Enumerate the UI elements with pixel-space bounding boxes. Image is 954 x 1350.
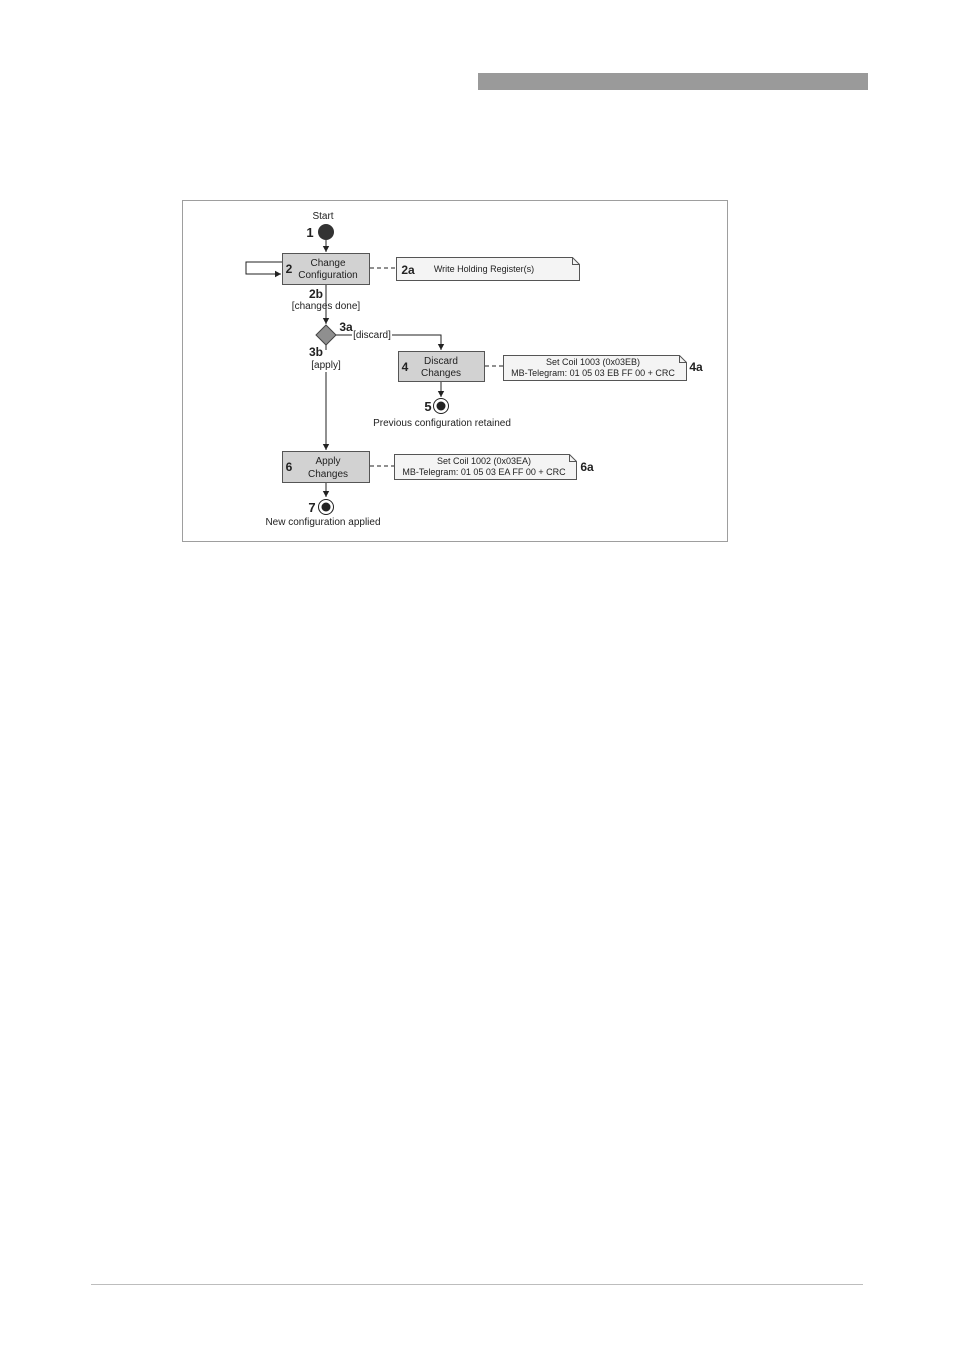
note-6a-number: 6a [580, 460, 594, 474]
header-bar [478, 73, 868, 90]
step-3a-number: 3a [339, 320, 353, 334]
action-apply-line2: Changes [308, 469, 348, 480]
action-change-line1: Change [310, 258, 345, 269]
step-3b-number: 3b [309, 345, 323, 359]
action-discard-line1: Discard [424, 356, 458, 367]
step-6-number: 6 [286, 460, 293, 474]
note-6a-corner [569, 454, 577, 462]
note-4a [503, 355, 687, 381]
step-5-number: 5 [424, 399, 431, 414]
final-node-7-dot [321, 502, 331, 512]
action-change-configuration [282, 253, 370, 285]
footer-rule [91, 1284, 863, 1285]
action-discard-changes [398, 351, 485, 382]
diagram-frame [182, 200, 728, 542]
action-discard-line2: Changes [421, 368, 461, 379]
note-2a [396, 257, 580, 281]
note-4a-line2: MB-Telegram: 01 05 03 EB FF 00 + CRC [511, 368, 675, 378]
step-2-number: 2 [286, 262, 293, 276]
note-2a-text: Write Holding Register(s) [434, 264, 534, 274]
final-7-label: New configuration applied [265, 517, 380, 528]
edge-self-loop [245, 261, 282, 278]
note-2a-corner [572, 257, 580, 265]
note-4a-line1: Set Coil 1003 (0x03EB) [546, 357, 640, 367]
edge-decision-to-discard-2 [392, 334, 445, 350]
initial-node [318, 224, 334, 240]
guard-apply: [apply] [311, 360, 341, 371]
guard-discard: [discard] [353, 330, 391, 341]
note-2a-number: 2a [401, 263, 415, 277]
action-apply-line1: Apply [315, 456, 340, 467]
note-6a [394, 454, 577, 480]
decision-node [315, 324, 337, 346]
note-6a-line1: Set Coil 1002 (0x03EA) [437, 456, 531, 466]
note-6a-line2: MB-Telegram: 01 05 03 EA FF 00 + CRC [402, 467, 566, 477]
note-4a-number: 4a [689, 360, 703, 374]
start-label: Start [312, 211, 333, 222]
final-node-5-dot [436, 401, 446, 411]
final-5-label: Previous configuration retained [373, 418, 511, 429]
step-1-number: 1 [306, 225, 313, 240]
step-4-number: 4 [402, 360, 409, 374]
action-change-line2: Configuration [298, 270, 357, 281]
step-2b-number: 2b [309, 287, 323, 301]
action-apply-changes [282, 451, 370, 483]
step-7-number: 7 [308, 500, 315, 515]
note-4a-corner [679, 355, 687, 363]
